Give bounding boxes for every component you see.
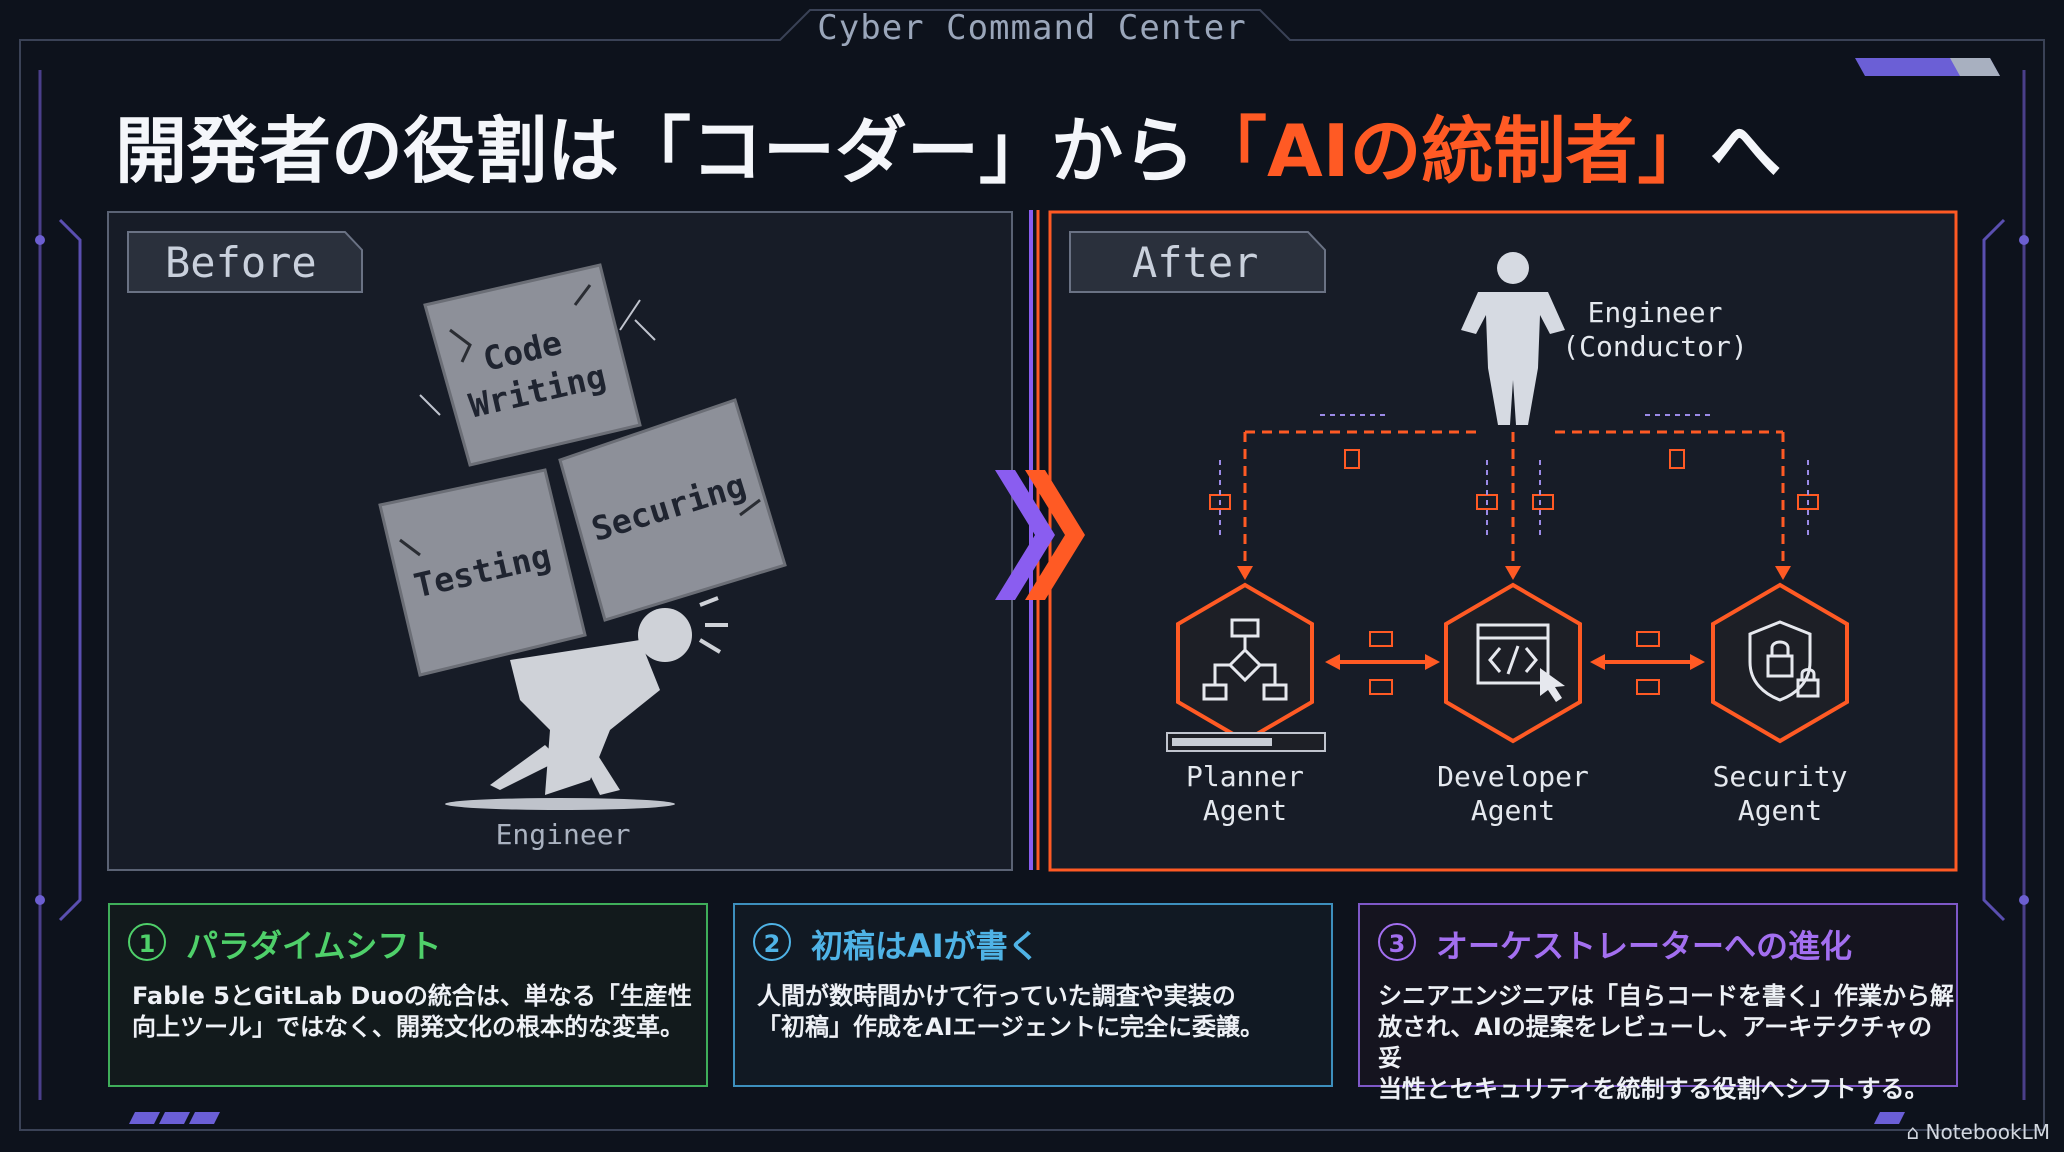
- notebooklm-brand: ⌂ NotebookLM: [1906, 1120, 2050, 1144]
- planner-progress-fill: [1172, 738, 1272, 746]
- cursor-icon: [1540, 668, 1565, 702]
- card-paradigm-shift: 1 パラダイムシフト Fable 5とGitLab Duoの統合は、単なる「生産…: [108, 903, 708, 1087]
- notebooklm-icon: ⌂: [1906, 1120, 1926, 1144]
- conductor-figure: [1461, 252, 1565, 425]
- security-agent-line2: Agent: [1737, 794, 1823, 827]
- card-1-number: 1: [128, 923, 166, 961]
- card-2-line2: 「初稿」作成をAIエージェントに完全に委譲。: [757, 1013, 1265, 1041]
- card-orchestrator-evolution: 3 オーケストレーターへの進化 シニアエンジニアは「自らコードを書く」作業から解…: [1358, 903, 1958, 1103]
- card-ai-first-draft: 2 初稿はAIが書く 人間が数時間かけて行っていた調査や実装の 「初稿」作成をA…: [733, 903, 1333, 1087]
- card-1-line2: 向上ツール」ではなく、開発文化の根本的な変革。: [132, 1013, 684, 1041]
- card-3-line2: 放され、AIの提案をレビューし、アーキテクチャの妥: [1378, 1013, 1933, 1072]
- planner-agent-label: Planner Agent: [1135, 760, 1355, 828]
- stone-blocks-illustration: [378, 263, 787, 677]
- heading-highlight: 「AIの統制者」: [1195, 109, 1710, 193]
- developer-agent-label: Developer Agent: [1403, 760, 1623, 828]
- security-agent-hex: [1711, 582, 1849, 744]
- card-2-body: 人間が数時間かけて行っていた調査や実装の 「初稿」作成をAIエージェントに完全に…: [757, 981, 1327, 1043]
- card-1-line1: Fable 5とGitLab Duoの統合は、単なる「生産性: [132, 982, 692, 1010]
- shield-lock-icon: [1748, 620, 1820, 702]
- before-label: Before: [165, 238, 317, 287]
- card-3-line1: シニアエンジニアは「自らコードを書く」作業から解: [1378, 982, 1954, 1010]
- code-window-icon: [1476, 623, 1550, 685]
- security-agent-label: Security Agent: [1670, 760, 1890, 828]
- security-agent-line1: Security: [1712, 760, 1848, 793]
- card-1-title: パラダイムシフト: [186, 927, 442, 965]
- page-heading: 開発者の役割は「コーダー」から「AIの統制者」へ: [115, 92, 1782, 197]
- card-3-line3: 当性とセキュリティを統制する役割へシフトする。: [1378, 1075, 1929, 1103]
- card-3-number: 3: [1378, 923, 1416, 961]
- app-title: Cyber Command Center: [817, 8, 1247, 48]
- heading-suffix: へ: [1709, 109, 1782, 193]
- card-2-number: 2: [753, 923, 791, 961]
- developer-agent-line2: Agent: [1470, 794, 1556, 827]
- burdened-engineer-figure: [445, 596, 728, 810]
- heading-prefix: 開発者の役割は「コーダー」から: [115, 109, 1196, 193]
- card-2-line1: 人間が数時間かけて行っていた調査や実装の: [757, 982, 1236, 1010]
- conductor-line1: Engineer: [1587, 296, 1723, 329]
- card-3-title: オーケストレーターへの進化: [1436, 927, 1853, 965]
- conductor-label: Engineer (Conductor): [1560, 296, 1750, 364]
- card-3-body: シニアエンジニアは「自らコードを書く」作業から解 放され、AIの提案をレビューし…: [1378, 981, 1954, 1105]
- flowchart-icon: [1202, 618, 1288, 701]
- after-label: After: [1132, 238, 1259, 287]
- notebooklm-label: NotebookLM: [1925, 1120, 2051, 1144]
- conductor-line2: (Conductor): [1562, 330, 1748, 363]
- planner-agent-line2: Agent: [1202, 794, 1288, 827]
- planner-agent-line1: Planner: [1185, 760, 1304, 793]
- before-engineer-label: Engineer: [495, 818, 631, 851]
- developer-agent-line1: Developer: [1437, 760, 1589, 793]
- card-1-body: Fable 5とGitLab Duoの統合は、単なる「生産性 向上ツール」ではな…: [132, 981, 702, 1043]
- card-2-title: 初稿はAIが書く: [811, 927, 1040, 965]
